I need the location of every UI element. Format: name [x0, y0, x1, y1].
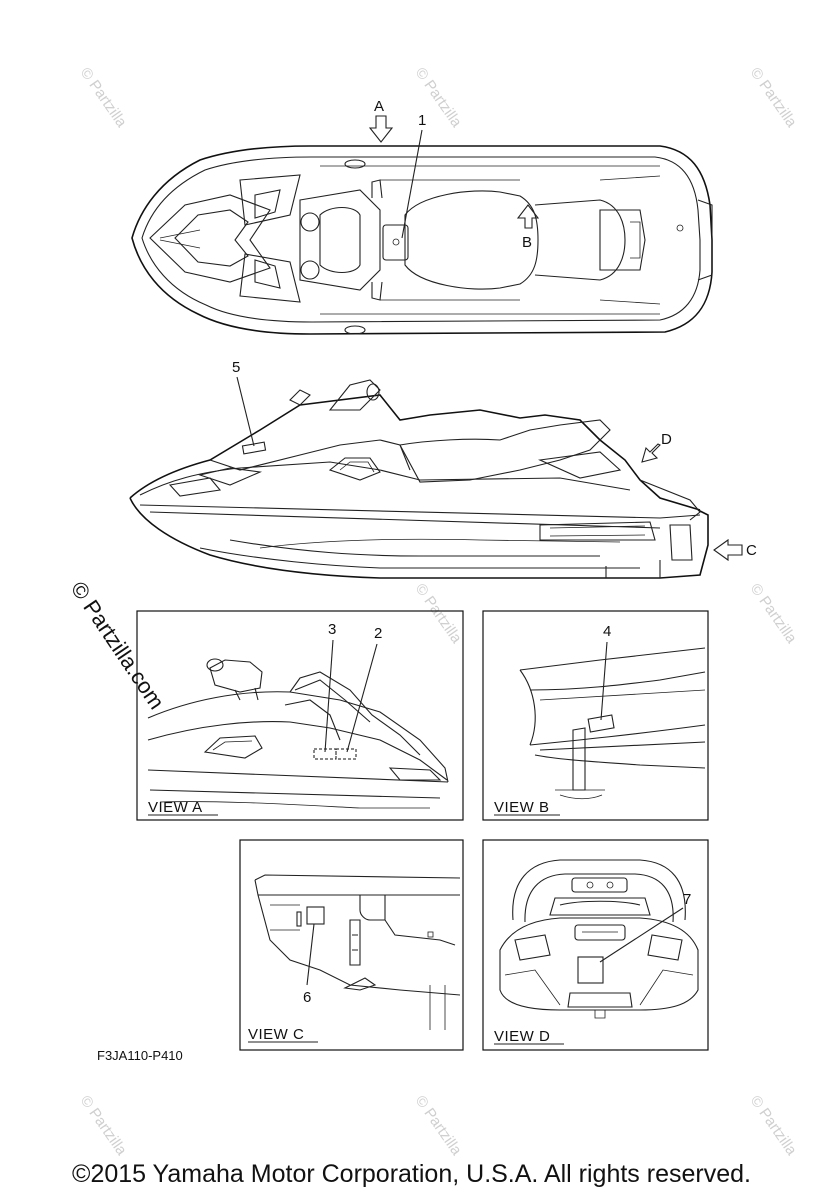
- view-c-label: VIEW C: [248, 1026, 304, 1043]
- view-arrow-d: D: [641, 431, 672, 463]
- watermark-layer: © Partzilla © Partzilla © Partzilla © Pa…: [77, 65, 801, 1159]
- watermark: © Partzilla: [747, 65, 801, 131]
- callout-1: 1: [401, 112, 426, 239]
- callout-number: 5: [232, 359, 240, 376]
- partzilla-watermark: © Partzilla.com: [66, 577, 170, 714]
- view-d-label: VIEW D: [494, 1028, 550, 1045]
- diagram-code: F3JA110-P410: [97, 1048, 183, 1063]
- side-view-watercraft: [129, 379, 709, 579]
- view-b-label: VIEW B: [494, 799, 550, 816]
- callout-number: 7: [683, 891, 691, 908]
- view-arrow-a: A: [368, 98, 394, 143]
- watermark: © Partzilla: [412, 581, 466, 647]
- watermark: © Partzilla: [747, 1093, 801, 1159]
- callout-number: 3: [328, 621, 336, 638]
- callout-5: 5: [232, 359, 255, 447]
- callout-number: 2: [374, 625, 382, 642]
- view-a-label: VIEW A: [148, 799, 203, 816]
- callout-2: 2: [346, 625, 382, 753]
- callout-number: 6: [303, 989, 311, 1006]
- view-arrow-c: C: [713, 538, 757, 562]
- callout-3: 3: [324, 621, 336, 753]
- view-arrow-b: B: [516, 204, 540, 251]
- copyright-notice: ©2015 Yamaha Motor Corporation, U.S.A. A…: [72, 1160, 751, 1188]
- view-arrow-label-c: C: [746, 542, 757, 559]
- panel-view-d: VIEW D: [482, 839, 709, 1051]
- callout-number: 4: [603, 623, 611, 640]
- panel-view-c: VIEW C: [239, 839, 464, 1051]
- view-arrow-label-b: B: [522, 234, 532, 251]
- top-view-watercraft: [131, 145, 713, 335]
- panel-view-a: VIEW A: [136, 610, 464, 821]
- watermark: © Partzilla: [77, 65, 131, 131]
- watermark: © Partzilla: [412, 1093, 466, 1159]
- panel-view-b: VIEW B: [482, 610, 709, 821]
- view-arrow-label-d: D: [661, 431, 672, 448]
- watermark: © Partzilla: [77, 1093, 131, 1159]
- callout-6: 6: [303, 923, 315, 1006]
- callout-7: 7: [599, 891, 691, 963]
- watermark: © Partzilla: [747, 581, 801, 647]
- callout-4: 4: [600, 623, 611, 721]
- view-arrow-label-a: A: [374, 98, 384, 115]
- callout-number: 1: [418, 112, 426, 129]
